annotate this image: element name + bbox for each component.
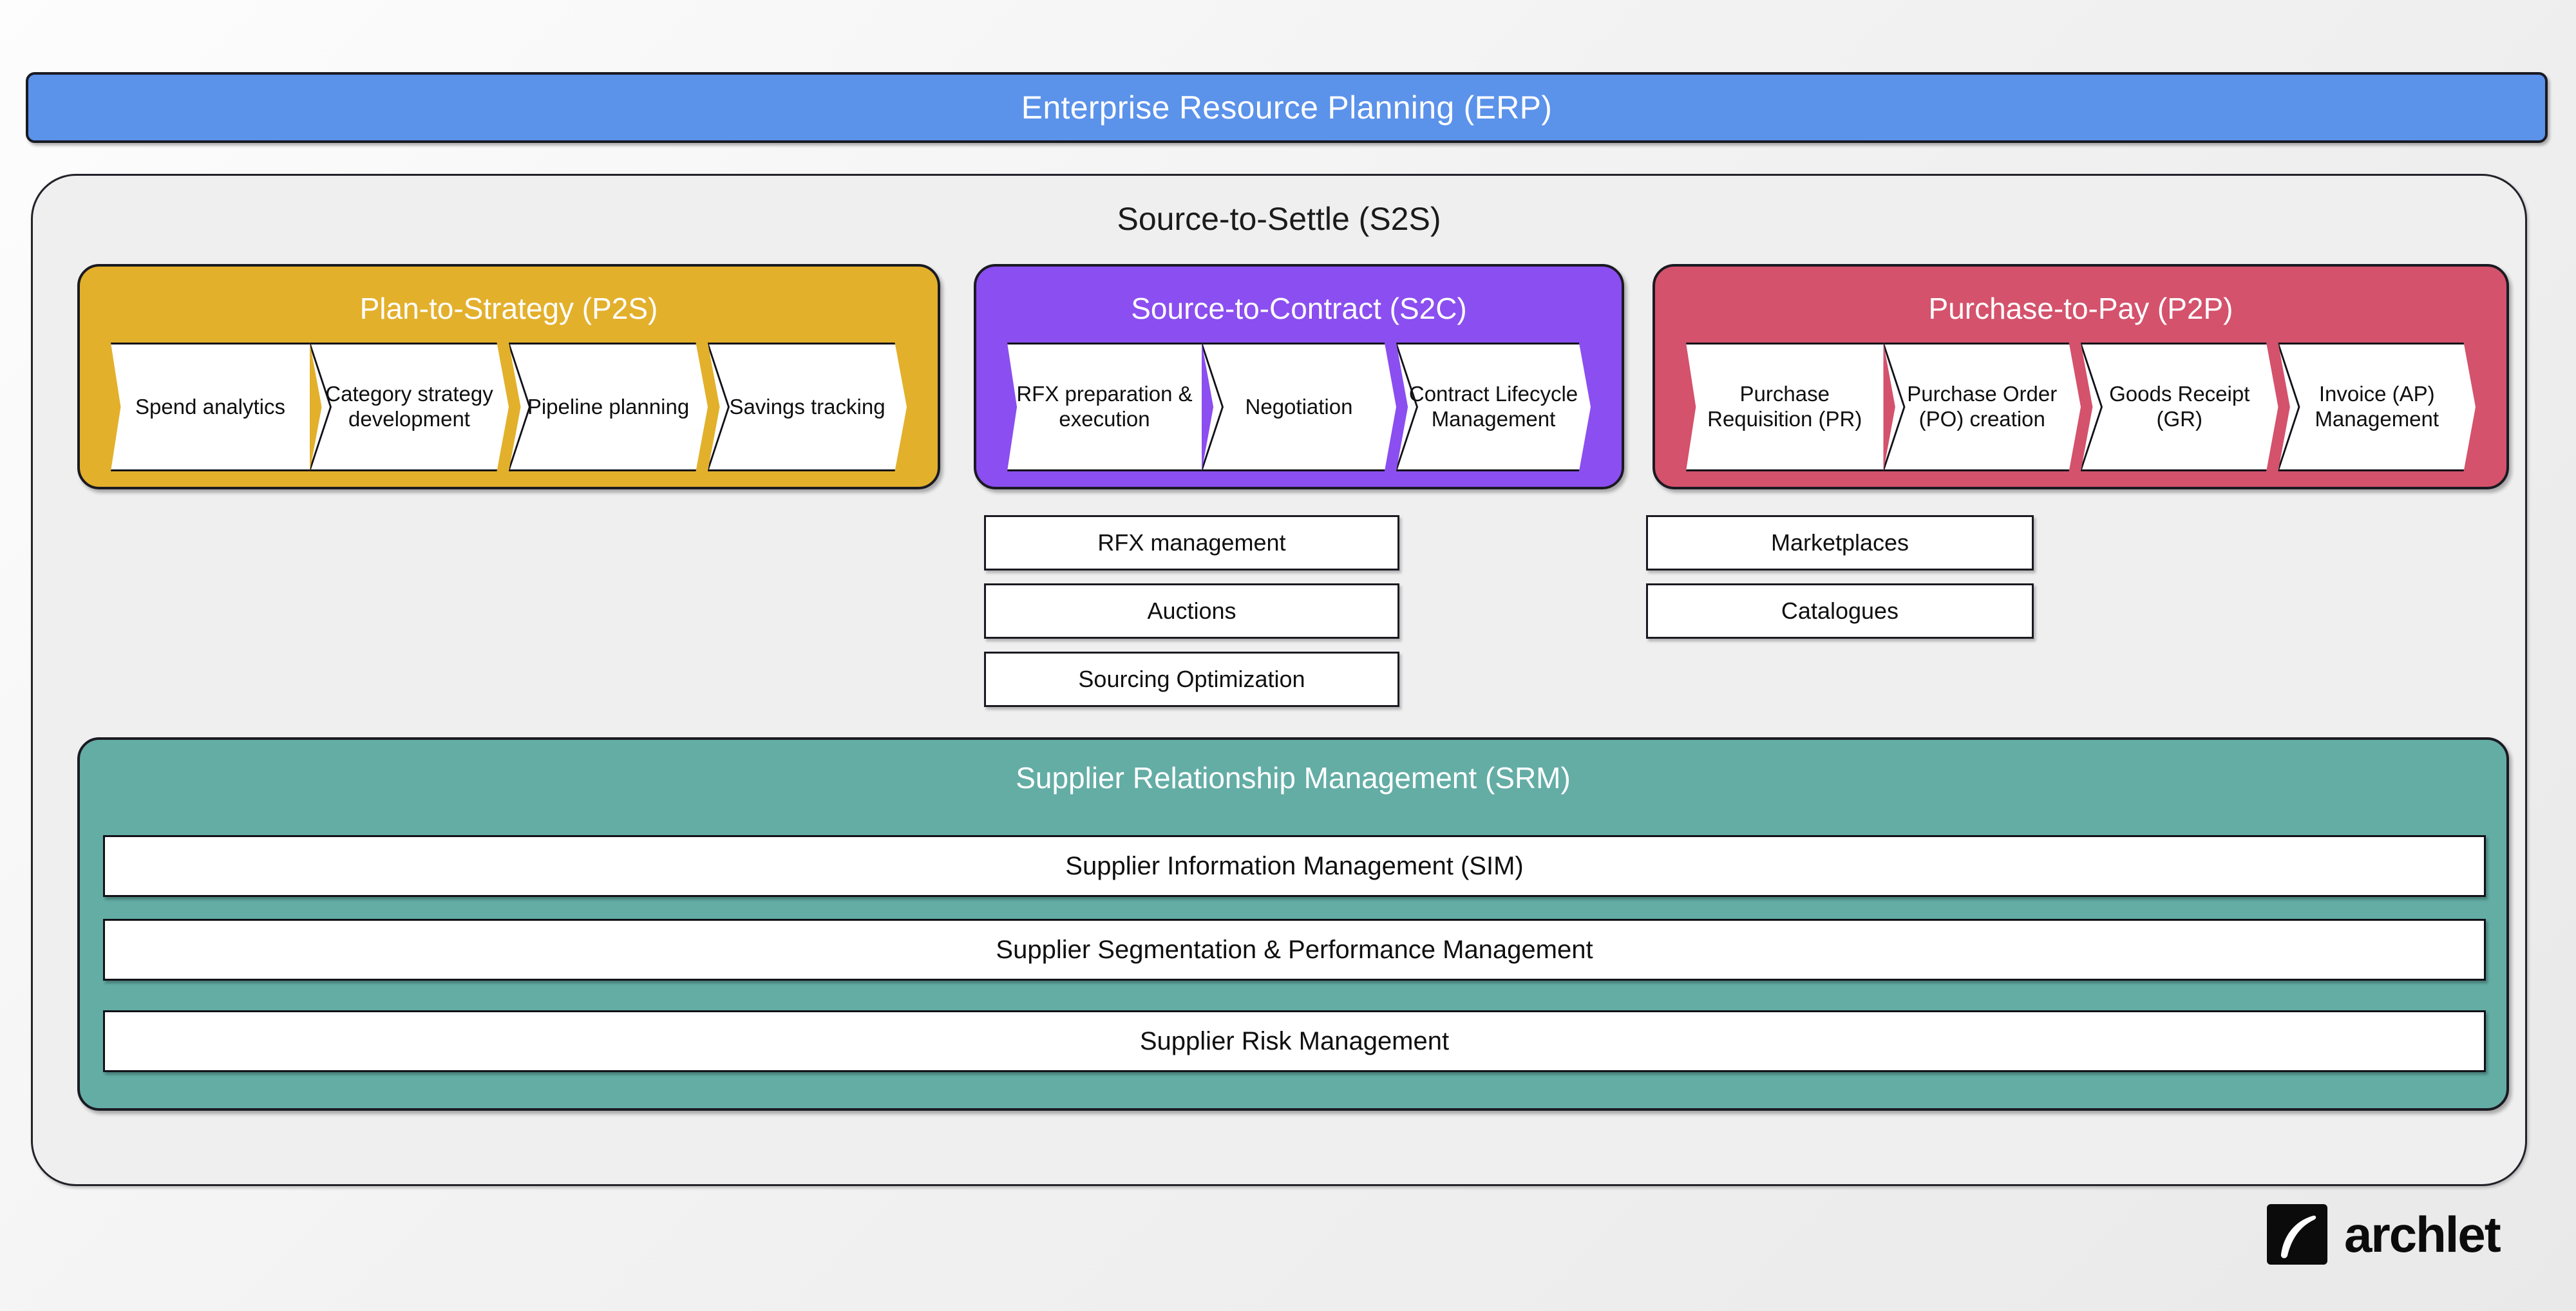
chevron-step[interactable]: Invoice (AP) Management [2278, 343, 2476, 471]
supplier-relationship-management-panel: Supplier Relationship Management (SRM) S… [77, 737, 2509, 1111]
chevron-step-label: RFX preparation & execution [1016, 382, 1193, 431]
srm-row[interactable]: Supplier Information Management (SIM) [103, 835, 2486, 897]
pillar-s2c-title: Source-to-Contract (S2C) [1131, 292, 1467, 325]
chevron-step-label: Negotiation [1245, 394, 1353, 419]
sub-box-auctions[interactable]: Auctions [984, 583, 1399, 639]
erp-label: Enterprise Resource Planning (ERP) [1021, 90, 1553, 126]
chevron-step[interactable]: Pipeline planning [509, 343, 708, 471]
chevron-step-label: Category strategy development [325, 382, 493, 431]
archlet-wordmark: archlet [2344, 1206, 2501, 1263]
chevron-step[interactable]: Category strategy development [310, 343, 509, 471]
chevron-band-p2p: Purchase Requisition (PR) Purchase Order… [1686, 343, 2476, 471]
chevron-step[interactable]: Savings tracking [708, 343, 907, 471]
chevron-band-s2c: RFX preparation & execution Negotiation … [1007, 343, 1591, 471]
sub-box-rfx-management[interactable]: RFX management [984, 515, 1399, 571]
sub-box-catalogues[interactable]: Catalogues [1646, 583, 2034, 639]
sub-box-marketplaces[interactable]: Marketplaces [1646, 515, 2034, 571]
pillar-p2s-title: Plan-to-Strategy (P2S) [359, 292, 658, 325]
chevron-step[interactable]: Contract Lifecycle Management [1396, 343, 1591, 471]
pillar-source-to-contract: Source-to-Contract (S2C) RFX preparation… [974, 264, 1624, 489]
chevron-step-label: Goods Receipt (GR) [2109, 382, 2250, 431]
chevron-step-label: Invoice (AP) Management [2315, 382, 2439, 431]
chevron-step[interactable]: Spend analytics [111, 343, 310, 471]
erp-banner: Enterprise Resource Planning (ERP) [26, 72, 2548, 143]
srm-row[interactable]: Supplier Risk Management [103, 1010, 2486, 1072]
pillar-purchase-to-pay: Purchase-to-Pay (P2P) Purchase Requisiti… [1653, 264, 2509, 489]
chevron-step-label: Contract Lifecycle Management [1408, 382, 1578, 431]
chevron-band-p2s: Spend analytics Category strategy develo… [111, 343, 907, 471]
archlet-swoosh-icon [2267, 1204, 2327, 1265]
chevron-step-label: Spend analytics [135, 394, 285, 419]
chevron-step-label: Purchase Order (PO) creation [1907, 382, 2058, 431]
chevron-step-label: Purchase Requisition (PR) [1707, 382, 1862, 431]
chevron-step[interactable]: RFX preparation & execution [1007, 343, 1202, 471]
srm-row[interactable]: Supplier Segmentation & Performance Mana… [103, 919, 2486, 981]
archlet-logo: archlet [2267, 1204, 2501, 1265]
chevron-step[interactable]: Negotiation [1202, 343, 1396, 471]
source-to-settle-title: Source-to-Settle (S2S) [1117, 201, 1441, 237]
pillar-plan-to-strategy: Plan-to-Strategy (P2S) Spend analytics C… [77, 264, 940, 489]
chevron-step[interactable]: Purchase Requisition (PR) [1686, 343, 1884, 471]
chevron-step-label: Savings tracking [729, 394, 886, 419]
srm-title: Supplier Relationship Management (SRM) [1016, 761, 1571, 795]
chevron-step[interactable]: Goods Receipt (GR) [2081, 343, 2278, 471]
pillar-p2p-title: Purchase-to-Pay (P2P) [1928, 292, 2233, 325]
chevron-step[interactable]: Purchase Order (PO) creation [1883, 343, 2081, 471]
chevron-step-label: Pipeline planning [527, 394, 690, 419]
sub-box-sourcing-optimization[interactable]: Sourcing Optimization [984, 652, 1399, 707]
